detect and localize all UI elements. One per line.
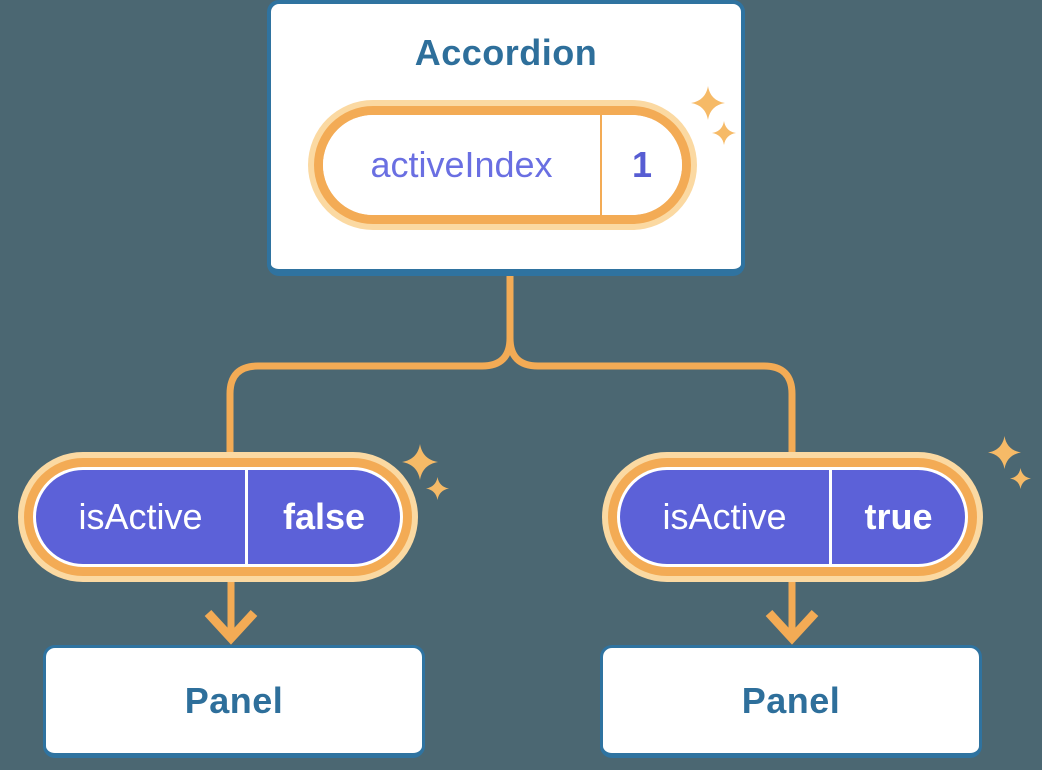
sparkle-icon [402,444,438,480]
panel-component-card-left: Panel [43,645,425,758]
prop-pill-ring: isActive false [24,458,412,576]
accordion-title: Accordion [414,32,598,73]
state-pill-label: activeIndex [370,144,553,185]
state-pill-inner: activeIndex 1 [323,115,682,215]
prop-pill-rim: isActive false [33,467,403,567]
sparkle-icon [426,477,449,500]
state-pill-value: 1 [631,144,653,185]
arrow-right-head-icon [765,609,819,645]
prop-pill-value: false [282,496,366,537]
prop-pill-isactive-false: isActive false [18,452,418,582]
prop-pill-label: isActive [78,496,203,537]
sparkle-icon [1010,468,1031,489]
prop-pill-isactive-true: isActive true [602,452,983,582]
prop-pill-divider [245,470,248,564]
state-pill-activeindex: activeIndex 1 [308,100,697,230]
panel-component-card-right: Panel [600,645,982,758]
state-pill-ring: activeIndex 1 [314,106,691,224]
panel-title: Panel [184,679,284,721]
sparkle-icon [691,86,725,120]
prop-pill-divider [829,470,832,564]
prop-pill-label: isActive [662,496,787,537]
sparkle-icon [712,121,736,145]
state-pill-divider [600,115,602,215]
tree-branch-left [226,273,514,458]
prop-pill-value: true [864,496,933,537]
prop-pill-ring: isActive true [608,458,977,576]
prop-pill-rim: isActive true [617,467,968,567]
panel-title: Panel [741,679,841,721]
tree-branch-right [506,273,796,458]
arrow-left-head-icon [204,609,258,645]
sparkle-icon [988,436,1021,469]
